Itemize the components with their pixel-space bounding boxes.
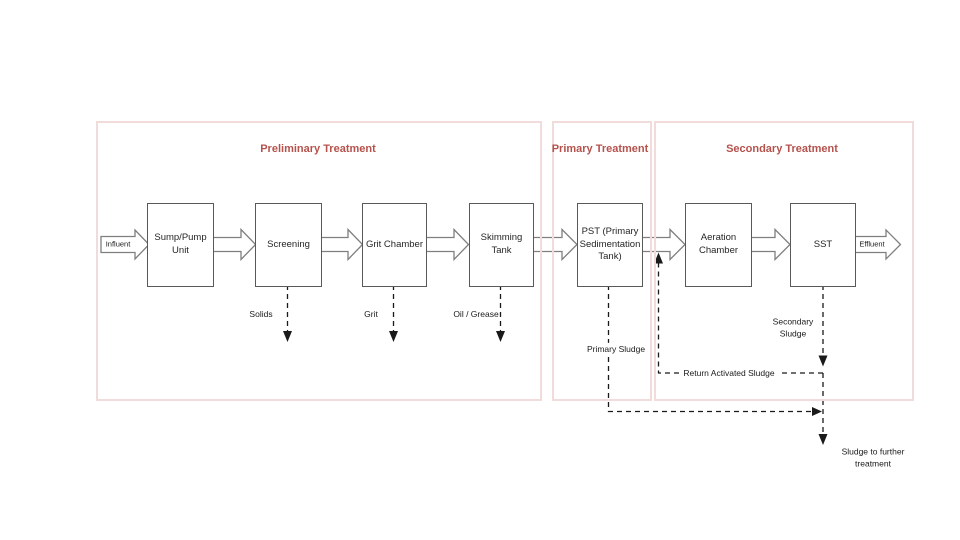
solids-label: Solids bbox=[249, 308, 273, 319]
flow-arrow-aeration-to-sst bbox=[750, 227, 791, 262]
sludge-to-further-treatment-label: Sludge to further treatment bbox=[841, 446, 905, 469]
node-label-screening: Screening bbox=[267, 238, 310, 250]
section-title-primary: Primary Treatment bbox=[551, 143, 649, 155]
node-label-grit-chamber: Grit Chamber bbox=[365, 238, 423, 250]
effluent-arrow bbox=[854, 228, 902, 261]
node-screening: Screening bbox=[255, 203, 322, 287]
sludge-to-further-arrowhead bbox=[818, 434, 828, 445]
secondary-sludge-arrowhead bbox=[818, 355, 828, 367]
primary-sludge-label: Primary Sludge bbox=[584, 342, 648, 356]
node-pst: PST (Primary Sedimentation Tank) bbox=[577, 203, 643, 287]
node-label-pst: PST (Primary Sedimentation Tank) bbox=[579, 225, 641, 263]
return-activated-sludge-label: Return Activated Sludge bbox=[679, 366, 779, 380]
solids-arrowhead bbox=[283, 331, 292, 342]
node-label-sump-pump-unit: Sump/Pump Unit bbox=[154, 232, 207, 256]
flow-arrow-sump-to-screening bbox=[212, 227, 257, 262]
node-label-aeration-chamber: Aeration Chamber bbox=[698, 232, 739, 256]
influent-arrow bbox=[100, 228, 150, 261]
grit-arrowhead bbox=[389, 331, 398, 342]
primary-sludge-arrowhead bbox=[812, 407, 822, 416]
flow-arrow-skimming-to-pst bbox=[532, 227, 578, 262]
node-sst: SST bbox=[790, 203, 856, 287]
node-skimming-tank: Skimming Tank bbox=[469, 203, 534, 287]
primary-sludge-line bbox=[607, 285, 812, 413]
flow-arrow-grit-to-skimming bbox=[425, 227, 470, 262]
node-grit-chamber: Grit Chamber bbox=[362, 203, 427, 287]
grit-label: Grit bbox=[364, 308, 378, 319]
section-title-preliminary: Preliminary Treatment bbox=[260, 143, 376, 155]
node-label-sst: SST bbox=[813, 238, 833, 250]
return-activated-sludge-arrowhead bbox=[654, 252, 663, 264]
flow-arrow-screening-to-grit bbox=[320, 227, 364, 262]
flow-arrow-pst-to-aeration bbox=[641, 227, 686, 262]
section-title-secondary: Secondary Treatment bbox=[726, 143, 838, 155]
oil-grease-arrowhead bbox=[496, 331, 505, 342]
oil-grease-label: Oil / Grease bbox=[453, 308, 499, 319]
node-label-skimming-tank: Skimming Tank bbox=[480, 232, 523, 256]
effluent-label: Effluent bbox=[859, 239, 885, 249]
node-sump-pump-unit: Sump/Pump Unit bbox=[147, 203, 214, 287]
influent-label: Influent bbox=[105, 239, 131, 249]
node-aeration-chamber: Aeration Chamber bbox=[685, 203, 752, 287]
secondary-sludge-label: Secondary Sludge bbox=[772, 316, 814, 339]
